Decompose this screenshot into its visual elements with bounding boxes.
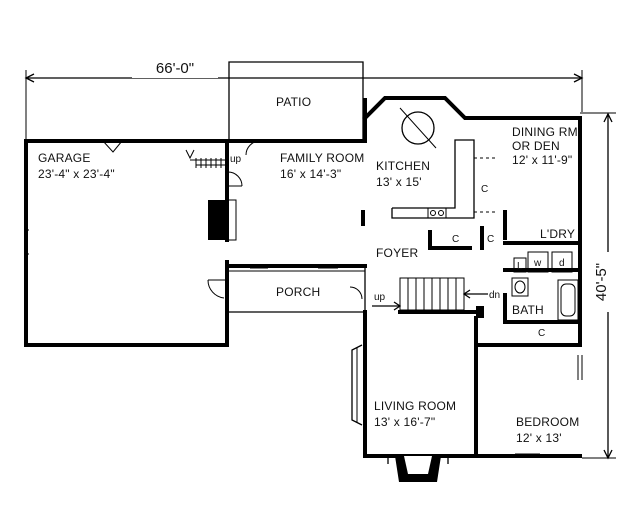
foyer-label: FOYER — [376, 246, 418, 260]
garage-label: GARAGE — [38, 151, 91, 165]
living-room-size: 13' x 16'-7" — [374, 415, 435, 429]
family-room-label: FAMILY ROOM — [280, 151, 364, 165]
closet-mark-hall: C — [487, 234, 494, 245]
garage-size: 23'-4" x 23'-4" — [38, 167, 115, 181]
dining-size: 12' x 11'-9" — [512, 153, 572, 167]
dining-label-line1: DINING RM — [512, 125, 578, 139]
patio-label: PATIO — [276, 95, 311, 109]
laundry-label: L'DRY — [540, 227, 575, 241]
bedroom-size: 12' x 13' — [516, 431, 562, 445]
washer-mark: w — [533, 258, 542, 269]
closet-mark-kitchen-2: C — [452, 234, 459, 245]
stair-up-mark-family: up — [230, 154, 242, 165]
kitchen-walls — [362, 96, 582, 250]
overall-width-label: 66'-0" — [156, 60, 194, 77]
dining-walls — [503, 116, 582, 347]
porch-outline — [227, 266, 366, 313]
bedroom-walls — [474, 343, 583, 455]
living-room-label: LIVING ROOM — [374, 399, 456, 413]
overall-depth-label: 40'-5" — [593, 263, 610, 301]
porch-label: PORCH — [276, 285, 320, 299]
bedroom-label: BEDROOM — [516, 415, 579, 429]
family-room-size: 16' x 14'-3" — [280, 167, 341, 181]
width-dimension-line — [24, 70, 584, 140]
dryer-mark: d — [559, 258, 565, 269]
dining-label-line2: OR DEN — [512, 139, 560, 153]
living-room-walls — [351, 310, 582, 482]
kitchen-label: KITCHEN — [376, 159, 430, 173]
bath-label: BATH — [512, 303, 544, 317]
foyer-stair — [372, 277, 488, 318]
stair-up-mark-foyer: up — [374, 292, 386, 303]
garage-walls — [24, 139, 229, 347]
kitchen-size: 13' x 15' — [376, 175, 422, 189]
linen-mark: L — [517, 261, 523, 272]
closet-mark-bedroom: C — [538, 328, 545, 339]
closet-mark-kitchen-1: C — [481, 184, 488, 195]
family-room-walls — [185, 139, 367, 272]
stair-down-mark: dn — [489, 290, 500, 301]
